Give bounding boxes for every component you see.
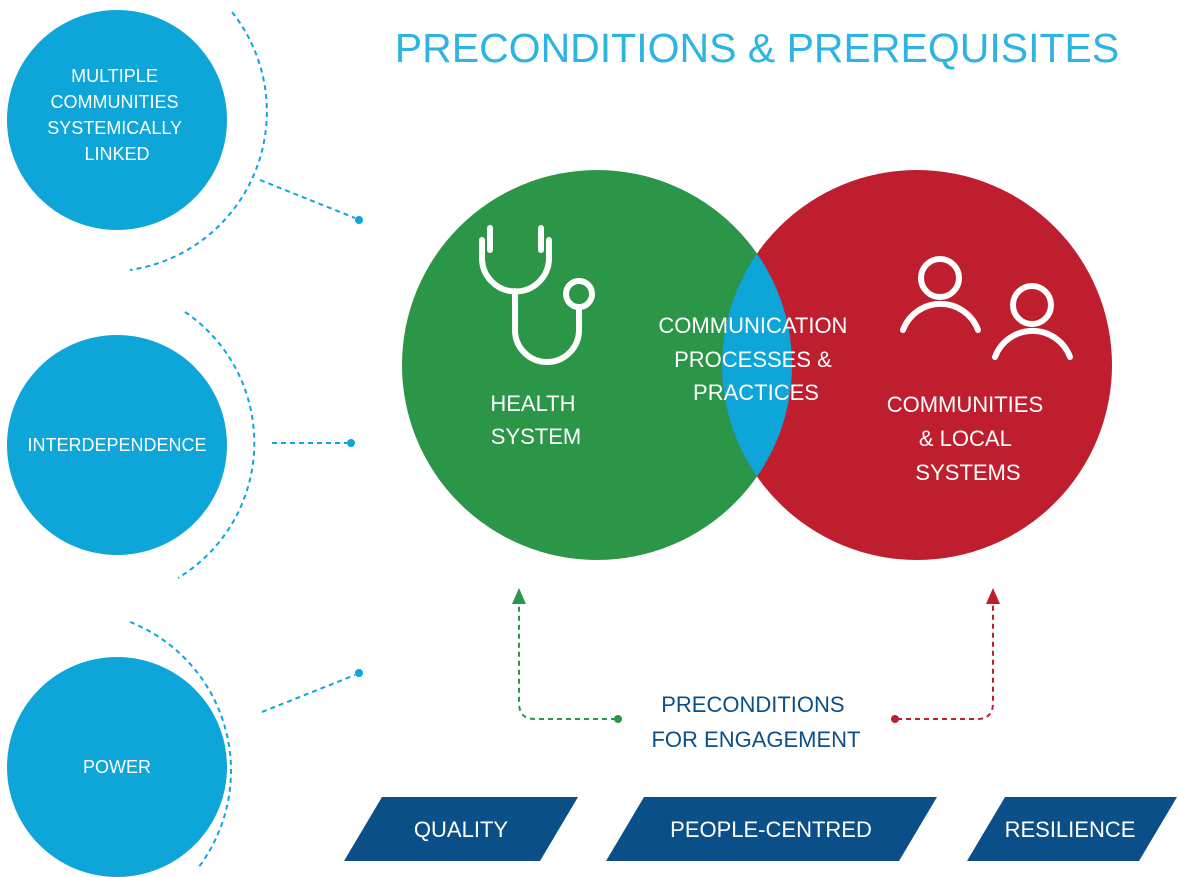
left-circle-label-line: MULTIPLE bbox=[71, 66, 158, 86]
dashed-arc bbox=[129, 11, 268, 271]
dashed-arc bbox=[177, 311, 256, 579]
green-arrowhead bbox=[512, 588, 526, 604]
overlap-label: PROCESSES & bbox=[674, 347, 832, 372]
left-circle-label-line: LINKED bbox=[84, 144, 149, 164]
left-circle-label-line: POWER bbox=[83, 757, 151, 777]
banner-label: PEOPLE-CENTRED bbox=[670, 817, 872, 842]
red-dashed-arrow-line bbox=[897, 600, 994, 720]
left-circle-multiple-communities: MULTIPLE COMMUNITIES SYSTEMICALLY LINKED bbox=[7, 10, 227, 230]
health-system-circle bbox=[402, 170, 792, 560]
banner-quality: QUALITY bbox=[344, 797, 578, 861]
banner-label: RESILIENCE bbox=[1005, 817, 1136, 842]
health-system-label: HEALTH bbox=[490, 391, 575, 416]
connector-dot bbox=[355, 216, 363, 224]
dashed-connector bbox=[261, 674, 356, 713]
svg-text:COMMUNICATION PROCESSES &: COMMUNICATION PROCESSES & PRACTICES bbox=[658, 313, 853, 405]
left-circle-label-line: SYSTEMICALLY bbox=[47, 118, 182, 138]
banner-people-centred: PEOPLE-CENTRED bbox=[606, 797, 937, 861]
health-system-label: SYSTEM bbox=[491, 424, 581, 449]
left-circle-label-line: INTERDEPENDENCE bbox=[27, 435, 206, 455]
engagement-label: FOR ENGAGEMENT bbox=[651, 727, 860, 752]
svg-text:COMMUNITIES & LOCAL SY: COMMUNITIES & LOCAL SYSTEMS bbox=[887, 392, 1050, 485]
dashed-connector bbox=[259, 179, 356, 219]
left-circle-power: POWER bbox=[7, 657, 227, 877]
svg-text:INTERDEPENDENCE: INTERDEPENDENCE bbox=[27, 435, 206, 455]
green-connector-dot bbox=[614, 715, 622, 723]
communities-label: & LOCAL bbox=[919, 426, 1012, 451]
overlap-label: COMMUNICATION bbox=[658, 313, 847, 338]
communities-label: COMMUNITIES bbox=[887, 392, 1043, 417]
left-circle-label-line: COMMUNITIES bbox=[50, 92, 178, 112]
green-dashed-arrow-line bbox=[518, 600, 616, 720]
svg-text:PRECONDITIONS FOR ENGAGEME: PRECONDITIONS FOR ENGAGEMENT bbox=[651, 692, 860, 752]
svg-text:MULTIPLE COMMUNITIES: MULTIPLE COMMUNITIES SYSTEMICALLY LINKED bbox=[47, 66, 186, 164]
communities-circle bbox=[722, 170, 1112, 560]
diagram-title: PRECONDITIONS & PREREQUISITES bbox=[395, 25, 1119, 71]
communities-label: SYSTEMS bbox=[915, 460, 1020, 485]
svg-text:POWER: POWER bbox=[83, 757, 151, 777]
left-circle-interdependence: INTERDEPENDENCE bbox=[7, 335, 227, 555]
banner-label: QUALITY bbox=[414, 817, 508, 842]
red-connector-dot bbox=[891, 715, 899, 723]
connector-dot bbox=[355, 669, 363, 677]
banner-resilience: RESILIENCE bbox=[967, 797, 1177, 861]
overlap-label: PRACTICES bbox=[693, 380, 819, 405]
red-arrowhead bbox=[986, 588, 1000, 604]
people-icon bbox=[900, 256, 1073, 360]
svg-text:HEALTH SYSTEM: HEALTH SYSTEM bbox=[490, 391, 581, 449]
stethoscope-icon bbox=[479, 225, 595, 365]
connector-dot bbox=[347, 439, 355, 447]
engagement-label: PRECONDITIONS bbox=[661, 692, 844, 717]
dashed-arc bbox=[129, 621, 232, 869]
